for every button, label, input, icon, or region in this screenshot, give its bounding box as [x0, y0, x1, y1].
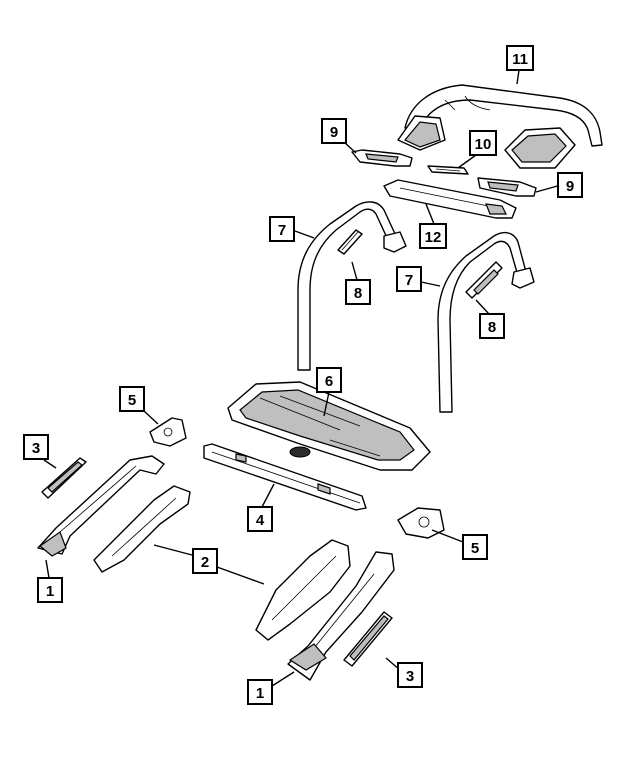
callout-5-left: 5	[119, 386, 145, 412]
callout-4-label: 4	[256, 512, 265, 529]
part-2-left-cover	[93, 485, 191, 573]
part-9-left-bracket	[351, 149, 413, 167]
callout-10: 10	[469, 130, 497, 156]
part-11-rear-sport-bar	[397, 84, 603, 169]
callout-9-left-label: 9	[330, 124, 338, 141]
part-6-floor-panel	[227, 381, 431, 471]
part-8-right-tube	[465, 261, 503, 299]
callout-4: 4	[247, 506, 273, 532]
callout-8-left: 8	[345, 279, 371, 305]
callout-9-right-label: 9	[566, 178, 574, 195]
callout-1-right: 1	[247, 679, 273, 705]
callout-12-label: 12	[425, 229, 442, 246]
callout-7-right-label: 7	[405, 272, 413, 289]
part-3-left-bar	[41, 457, 87, 499]
leader-lines	[43, 69, 562, 687]
callout-11: 11	[506, 45, 534, 71]
callout-2: 2	[192, 548, 218, 574]
callout-1-left: 1	[37, 577, 63, 603]
callout-9-right: 9	[557, 172, 583, 198]
callout-5-right: 5	[462, 534, 488, 560]
part-7-right-hoop	[437, 231, 535, 413]
callout-5-left-label: 5	[128, 392, 136, 409]
callout-9-left: 9	[321, 118, 347, 144]
part-7-left-hoop	[297, 201, 407, 371]
callout-7-right: 7	[396, 266, 422, 292]
callout-3-right-label: 3	[406, 668, 414, 685]
part-9-right-bracket	[477, 177, 537, 197]
part-5-right-bracket	[397, 507, 445, 539]
part-1-left-pillar	[37, 455, 165, 557]
part-5-left-bracket	[149, 417, 187, 447]
callout-8-right-label: 8	[488, 319, 496, 336]
part-10-plate	[427, 165, 469, 175]
callout-6-label: 6	[325, 373, 333, 390]
part-4-cross-member	[203, 443, 367, 511]
callout-3-left-label: 3	[32, 440, 40, 457]
part-12-cross-bar	[383, 179, 517, 219]
callout-1-left-label: 1	[46, 583, 54, 600]
part-3-right-bar	[343, 611, 393, 667]
callout-8-left-label: 8	[354, 285, 362, 302]
callout-3-right: 3	[397, 662, 423, 688]
part-1-right-pillar	[287, 551, 395, 681]
part-8-left-tube	[337, 229, 363, 255]
callout-7-left-label: 7	[278, 222, 286, 239]
callout-3-left: 3	[23, 434, 49, 460]
callout-5-right-label: 5	[471, 540, 479, 557]
callout-10-label: 10	[475, 136, 492, 153]
callout-6: 6	[316, 367, 342, 393]
callout-12: 12	[419, 223, 447, 249]
callout-7-left: 7	[269, 216, 295, 242]
callout-11-label: 11	[512, 51, 528, 68]
callout-1-right-label: 1	[256, 685, 264, 702]
callout-8-right: 8	[479, 313, 505, 339]
part-2-right-cover	[255, 539, 351, 641]
callout-2-label: 2	[201, 554, 209, 571]
